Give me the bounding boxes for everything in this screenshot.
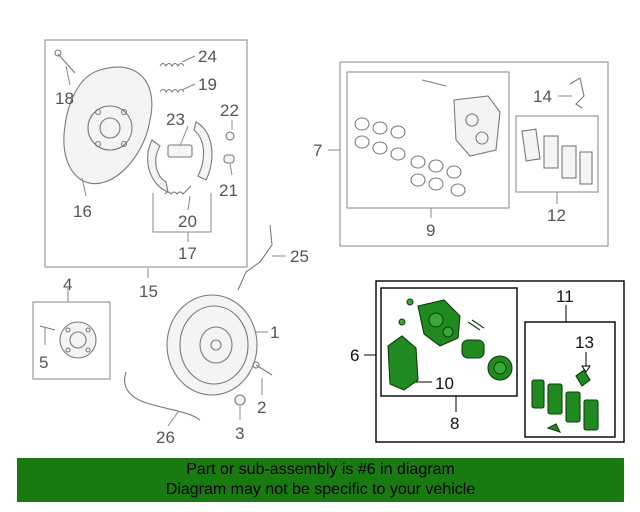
group-box-15 [44, 39, 248, 268]
callout-19: 19 [198, 75, 217, 94]
group-box-9 [346, 71, 510, 209]
hub-bearing-part [39, 321, 97, 359]
callout-8: 8 [450, 414, 459, 433]
banner-line-2: Diagram may not be specific to your vehi… [165, 481, 476, 498]
callout-6: 6 [350, 346, 359, 365]
bolt-2-part [252, 361, 273, 376]
group-box-11 [524, 321, 616, 438]
brake-rotor-part [166, 294, 258, 396]
callout-17: 17 [178, 244, 197, 263]
rear-pads-highlight [531, 369, 599, 433]
info-banner: Part or sub-assembly is #6 in diagram Di… [17, 458, 624, 502]
callout-2: 2 [257, 398, 266, 417]
callout-12: 12 [547, 206, 566, 225]
pin-18-part [54, 49, 76, 74]
group-box-7 [339, 61, 609, 247]
callout-3: 3 [235, 424, 244, 443]
callout-16: 16 [73, 202, 92, 221]
callout-18: 18 [55, 89, 74, 108]
clip-14-part [569, 77, 585, 109]
group-box-8 [380, 287, 518, 397]
cap-22-part [225, 131, 235, 141]
seal-kit-part [354, 117, 466, 197]
nut-3-part [234, 394, 246, 406]
callout-13: 13 [575, 333, 594, 352]
callout-15: 15 [139, 282, 158, 301]
callout-26: 26 [156, 428, 175, 447]
brake-shoe-part [147, 121, 213, 193]
callout-7: 7 [313, 141, 322, 160]
front-pads-part [521, 128, 593, 185]
callout-23: 23 [166, 110, 185, 129]
spring-19-part [159, 88, 185, 94]
banner-line-1: Part or sub-assembly is #6 in diagram [186, 461, 455, 478]
group-box-6 [375, 280, 625, 443]
callout-14: 14 [533, 87, 552, 106]
callout-25: 25 [290, 247, 309, 266]
front-caliper-part [421, 79, 501, 157]
callout-22: 22 [220, 101, 239, 120]
spring-24-part [159, 62, 185, 68]
backing-plate-part [63, 66, 153, 185]
callout-4: 4 [63, 275, 72, 294]
callout-labels: 1 2 3 4 5 6 7 8 9 10 11 12 13 14 15 16 1… [39, 47, 594, 447]
callout-24: 24 [198, 47, 217, 66]
rear-caliper-highlight [387, 298, 513, 391]
pin-21-part [223, 154, 235, 164]
callout-9: 9 [426, 221, 435, 240]
callout-20: 20 [178, 212, 197, 231]
callout-11: 11 [556, 287, 574, 306]
abs-sensor-part [124, 371, 201, 421]
callout-21: 21 [219, 181, 238, 200]
adjuster-23-part [167, 144, 193, 158]
brake-hose-part [237, 224, 273, 291]
leader-lines [44, 55, 591, 427]
callout-10: 10 [435, 374, 454, 393]
callout-1: 1 [270, 323, 279, 342]
spring-20-part [164, 185, 192, 195]
group-box-4 [32, 301, 111, 380]
callout-5: 5 [39, 353, 48, 372]
